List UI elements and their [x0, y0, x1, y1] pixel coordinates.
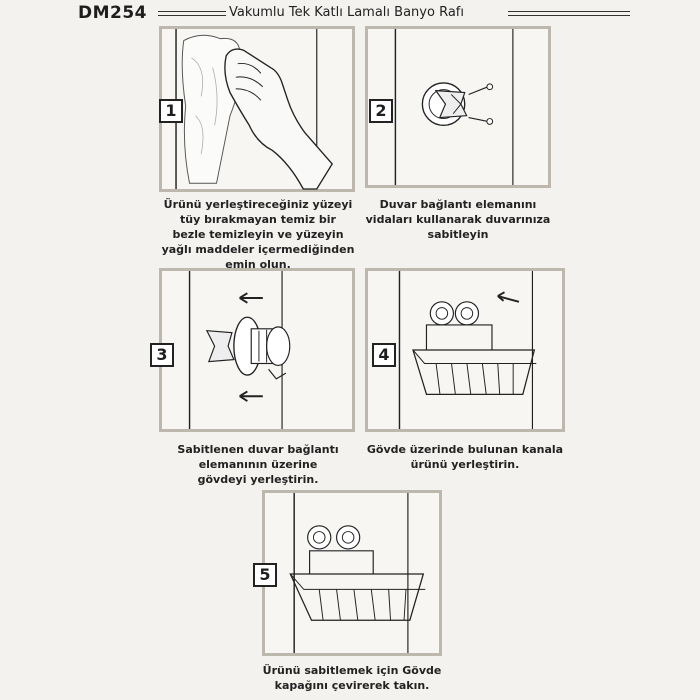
step-3-caption-line: Sabitlenen duvar bağlantı	[177, 443, 339, 456]
step-5-panel: 5	[253, 490, 442, 656]
step-5-caption-line: Ürünü sabitlemek için Gövde	[262, 664, 442, 677]
wall-mount-screws-icon	[394, 29, 514, 185]
step-2-panel: 2	[365, 26, 551, 188]
step-4-number: 4	[372, 343, 396, 367]
header-rule-left	[158, 11, 226, 12]
wire-basket-icon	[289, 493, 426, 653]
header-rule-right-2	[508, 15, 630, 16]
step-5-caption: Ürünü sabitlemek için Gövde kapağını çev…	[240, 663, 464, 693]
model-code: DM254	[78, 3, 148, 23]
step-1-caption-line: tüy bırakmayan temiz bir	[180, 213, 336, 226]
product-title: Vakumlu Tek Katlı Lamalı Banyo Rafı	[229, 5, 464, 20]
step-1-panel: 1	[159, 26, 355, 192]
step-1-caption-line: bezle temizleyin ve yüzeyin	[172, 228, 344, 241]
step-1-caption-line: yağlı maddeler içermediğinden	[161, 243, 355, 256]
step-1-number: 1	[159, 99, 183, 123]
step-4-caption-line: Gövde üzerinde bulunan kanala	[366, 443, 564, 456]
step-3-caption-line: gövdeyi yerleştirin.	[197, 473, 319, 486]
step-2-caption-line: Duvar bağlantı elemanını	[379, 198, 537, 211]
step-1-caption-line: Ürünü yerleştireceğiniz yüzeyi	[163, 198, 353, 211]
step-5-number: 5	[253, 563, 277, 587]
step-5-caption-line: kapağını çevirerek takın.	[274, 679, 430, 692]
header-rule-left-2	[158, 15, 226, 16]
cleaning-hand-icon	[175, 29, 334, 190]
step-4-caption-line: ürünü yerleştirin.	[410, 458, 520, 471]
step-3-number: 3	[150, 343, 174, 367]
header: DM254 Vakumlu Tek Katlı Lamalı Banyo Raf…	[0, 0, 700, 24]
step-2-caption: Duvar bağlantı elemanını vidaları kullan…	[365, 197, 551, 242]
step-1-caption: Ürünü yerleştireceğiniz yüzeyi tüy bırak…	[150, 197, 366, 272]
step-3-panel: 3	[150, 268, 355, 432]
step-2-caption-line: sabitleyin	[427, 228, 489, 241]
wire-basket-icon	[398, 271, 537, 429]
step-4-caption: Gövde üzerinde bulunan kanala ürünü yerl…	[365, 442, 565, 472]
step-1-caption-line: emin olun.	[225, 258, 291, 271]
step-2-caption-line: vidaları kullanarak duvarınıza	[365, 213, 551, 226]
step-3-caption-line: elemanının üzerine	[198, 458, 318, 471]
step-4-panel: 4	[365, 268, 565, 432]
step-2-number: 2	[369, 99, 393, 123]
step-3-caption: Sabitlenen duvar bağlantı elemanının üze…	[150, 442, 366, 487]
suction-cap-icon	[188, 271, 291, 429]
header-rule-right	[508, 11, 630, 12]
